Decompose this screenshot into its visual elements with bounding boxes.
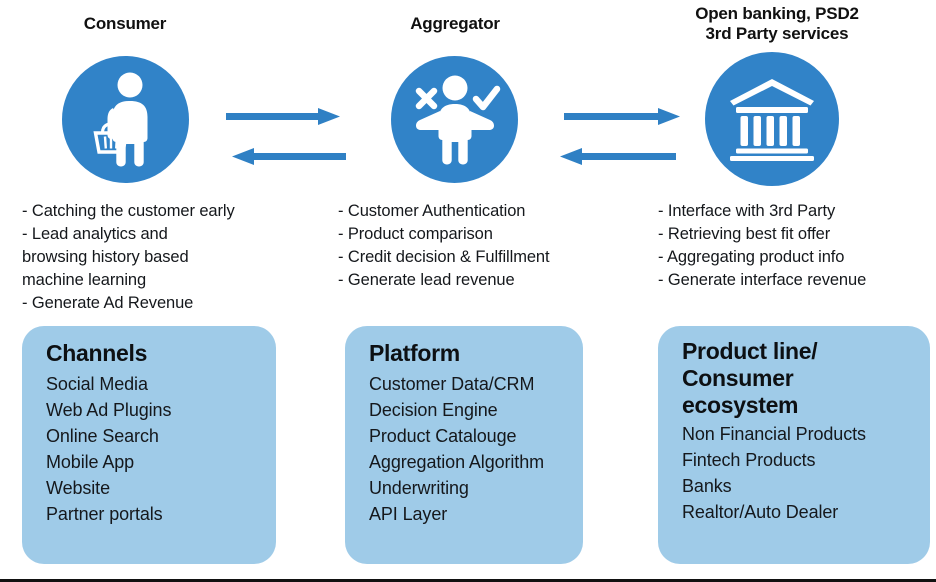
bullets-aggregator: - Customer Authentication - Product comp… <box>338 202 550 289</box>
node-aggregator[interactable] <box>391 56 518 183</box>
list-item: Mobile App <box>46 452 135 472</box>
bullets-open-banking: - Interface with 3rd Party - Retrieving … <box>658 202 867 289</box>
check-mark-icon <box>472 85 500 110</box>
column-title-aggregator: Aggregator <box>410 14 500 33</box>
list-item: Social Media <box>46 374 148 394</box>
arrow-right-icon <box>226 108 340 125</box>
bottom-divider <box>0 579 936 582</box>
flow-aggregator-openbanking <box>556 104 684 174</box>
list-item: Fintech Products <box>682 450 816 470</box>
bullets-consumer: - Catching the customer early - Lead ana… <box>22 202 235 312</box>
list-item: Banks <box>682 476 732 496</box>
bank-building-icon <box>726 77 818 161</box>
list-item: Customer Data/CRM <box>369 374 535 394</box>
arrow-right-icon <box>564 108 680 125</box>
list-item: Product Catalouge <box>369 426 517 446</box>
column-title-consumer: Consumer <box>83 14 167 33</box>
list-item: Realtor/Auto Dealer <box>682 502 839 522</box>
list-item: Decision Engine <box>369 400 498 420</box>
node-consumer[interactable] <box>62 56 189 183</box>
list-item: Underwriting <box>369 478 469 498</box>
panel-platform-list: Customer Data/CRM Decision Engine Produc… <box>369 371 583 527</box>
consumer-person-basket-icon <box>87 72 165 168</box>
list-item: Online Search <box>46 426 159 446</box>
column-title-open-banking: Open banking, PSD2 3rd Party services <box>695 4 859 43</box>
panel-channels-list: Social Media Web Ad Plugins Online Searc… <box>46 371 276 527</box>
list-item: Website <box>46 478 110 498</box>
panel-platform[interactable]: Platform Customer Data/CRM Decision Engi… <box>345 326 583 564</box>
x-mark-icon <box>415 87 437 109</box>
arrow-left-icon <box>560 148 676 165</box>
list-item: API Layer <box>369 504 448 524</box>
panel-channels-title: Channels <box>46 340 148 366</box>
list-item: Aggregation Algorithm <box>369 452 545 472</box>
list-item: Web Ad Plugins <box>46 400 172 420</box>
panel-platform-title: Platform <box>369 340 460 366</box>
panel-product-line[interactable]: Product line/ Consumer ecosystem Non Fin… <box>658 326 930 564</box>
list-item: Partner portals <box>46 504 163 524</box>
flow-consumer-aggregator <box>226 104 346 174</box>
aggregator-person-choice-icon <box>407 74 503 166</box>
list-item: Non Financial Products <box>682 424 866 444</box>
panel-product-line-title: Product line/ Consumer ecosystem <box>682 338 818 418</box>
panel-product-line-list: Non Financial Products Fintech Products … <box>682 421 930 525</box>
node-open-banking[interactable] <box>705 52 839 186</box>
arrow-left-icon <box>232 148 346 165</box>
panel-channels[interactable]: Channels Social Media Web Ad Plugins Onl… <box>22 326 276 564</box>
